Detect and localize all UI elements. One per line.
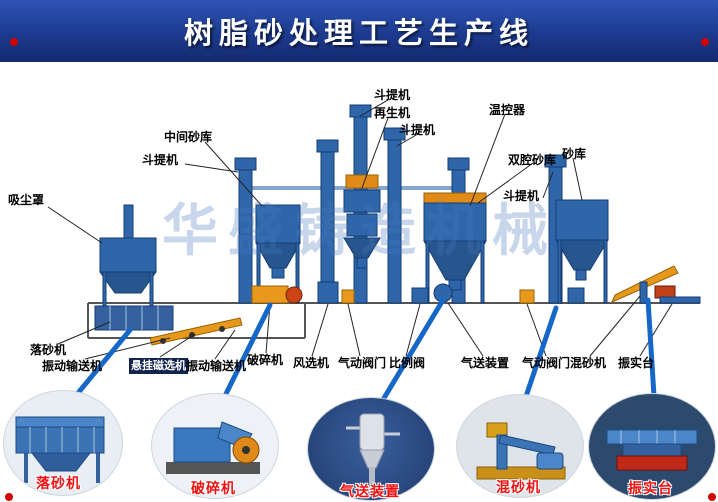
regenerator-stack — [343, 174, 381, 269]
label-temp-controller: 温控器 — [489, 103, 526, 117]
shakeout-photo — [15, 416, 105, 483]
label-vibrating-conveyor-1: 振动输送机 — [42, 359, 103, 373]
page-title: 树脂砂处理工艺生产线 — [183, 18, 534, 50]
callout-oval-mixer — [457, 395, 583, 497]
label-double-chamber-sand-silo: 双腔砂库 — [508, 153, 557, 167]
label-crusher: 破碎机 — [247, 353, 284, 367]
compaction-photo — [606, 429, 698, 471]
label-shakeout-machine: 落砂机 — [30, 343, 67, 357]
caption-pneumatic: 气送装置 — [340, 483, 400, 499]
caption-compaction: 振实台 — [628, 480, 673, 496]
label-proportional-valve: 比例阀 — [389, 356, 426, 370]
label-pneumatic-valve-1: 气动阀门 — [338, 356, 387, 370]
label-dust-hood: 吸尘罩 — [8, 193, 45, 207]
label-air-separator: 风选机 — [293, 356, 330, 370]
double-chamber-silo-shape — [423, 192, 487, 304]
label-compaction-table: 振实台 — [618, 356, 655, 370]
caption-crusher: 破碎机 — [191, 480, 236, 496]
callout-oval-crusher — [152, 394, 278, 498]
label-bucket-elevator-1: 斗提机 — [374, 88, 411, 102]
label-pneumatic-valve-2: 气动阀门 — [522, 356, 571, 370]
intermediate-sand-silo-shape — [255, 204, 301, 304]
corner-dot — [5, 493, 13, 501]
callout-oval-shakeout — [4, 391, 122, 495]
header-banner: 树脂砂处理工艺生产线 — [0, 0, 718, 62]
sand-silo-shape — [555, 199, 609, 304]
corner-dot — [10, 38, 18, 46]
caption-shakeout: 落砂机 — [36, 475, 81, 491]
dust-hood-unit — [94, 204, 174, 331]
label-vibrating-conveyor-2: 振动输送机 — [186, 359, 247, 373]
leader-lines — [47, 99, 673, 360]
label-sand-mixer: 混砂机 — [570, 356, 607, 370]
mixer-and-table-shape — [611, 265, 701, 304]
label-regenerator: 再生机 — [374, 106, 411, 120]
caption-mixer: 混砂机 — [496, 479, 541, 495]
label-intermediate-sand-silo: 中间砂库 — [164, 130, 213, 144]
corner-dot — [708, 493, 716, 501]
label-sand-silo: 砂库 — [562, 147, 587, 161]
crusher-shape — [251, 285, 303, 304]
crusher-photo — [166, 421, 260, 474]
label-pneumatic-conveyor: 气送装置 — [461, 356, 510, 370]
label-suspended-magnetic-separator: 悬挂磁选机 — [129, 358, 188, 374]
corner-dot — [701, 38, 709, 46]
callout-oval-pneumatic — [308, 398, 434, 500]
label-bucket-elevator-3: 斗提机 — [142, 153, 179, 167]
label-bucket-elevator-2: 斗提机 — [399, 123, 436, 137]
label-bucket-elevator-4: 斗提机 — [503, 189, 540, 203]
floor-devices — [317, 281, 585, 304]
mixer-photo — [476, 422, 566, 480]
pneumatic-photo — [346, 413, 400, 493]
callout-oval-compaction — [589, 394, 715, 499]
